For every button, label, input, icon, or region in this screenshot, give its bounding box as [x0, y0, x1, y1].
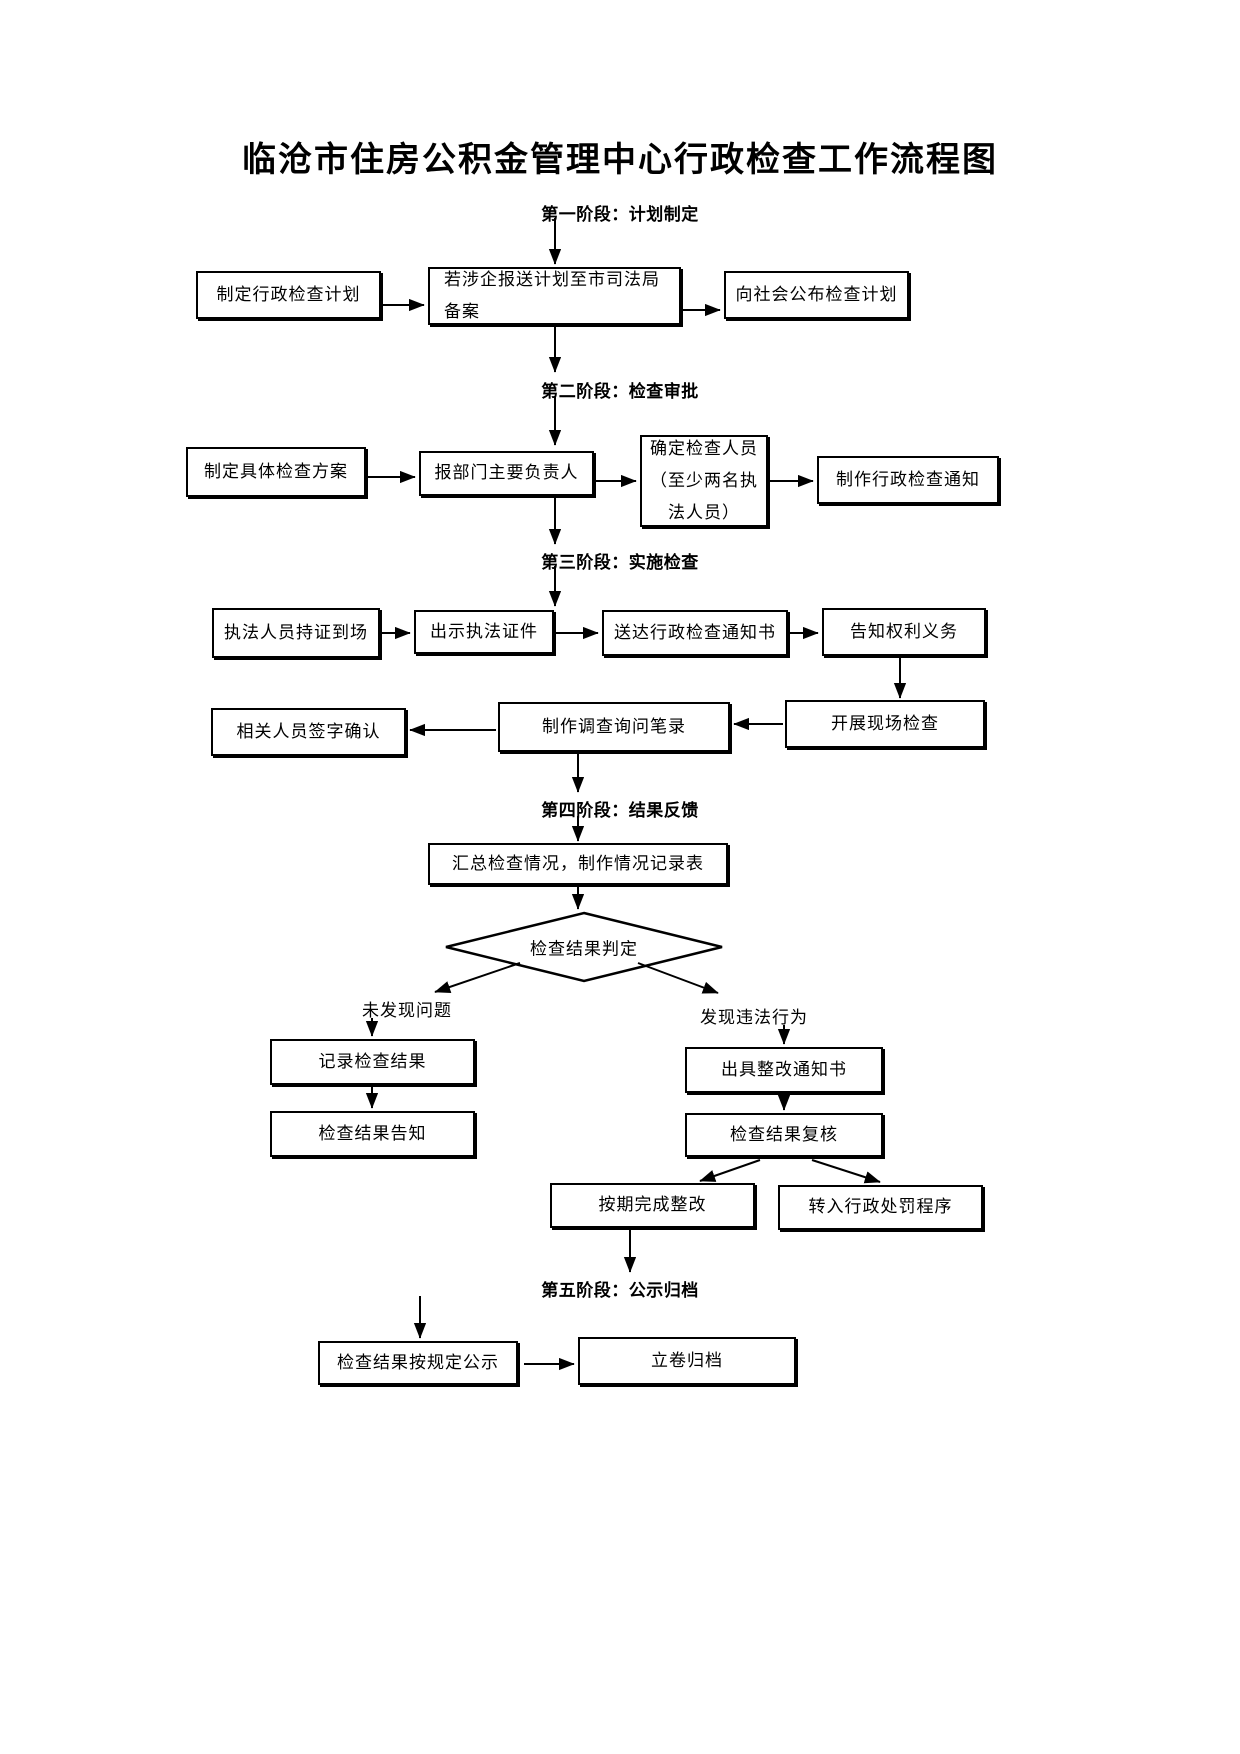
- arrow-review-to-rectified: [699, 1159, 761, 1182]
- node-issue-rectification-notice[interactable]: 出具整改通知书: [685, 1047, 883, 1093]
- node-file-plan-to-justice-bureau[interactable]: 若涉企报送计划至市司法局备案: [428, 267, 681, 325]
- node-rectification-completed[interactable]: 按期完成整改: [550, 1183, 755, 1228]
- node-archive-files[interactable]: 立卷归档: [578, 1337, 796, 1385]
- node-related-persons-sign[interactable]: 相关人员签字确认: [211, 708, 406, 756]
- node-show-law-enforcement-id[interactable]: 出示执法证件: [414, 610, 554, 654]
- node-deliver-inspection-notice[interactable]: 送达行政检查通知书: [602, 610, 788, 656]
- node-publish-plan-to-public[interactable]: 向社会公布检查计划: [724, 271, 909, 319]
- stage-label-2: 第二阶段：检查审批: [541, 382, 699, 401]
- node-confirm-inspectors-line3: 法人员）: [668, 503, 740, 523]
- node-report-to-head[interactable]: 报部门主要负责人: [419, 451, 594, 496]
- node-confirm-inspectors[interactable]: 确定检查人员 （至少两名执 法人员）: [640, 435, 768, 527]
- stage-label-5: 第五阶段：公示归档: [541, 1281, 699, 1300]
- node-confirm-inspectors-line1: 确定检查人员: [650, 438, 758, 458]
- edge-label-violation: 发现违法行为: [700, 1008, 808, 1027]
- node-review-inspection-result[interactable]: 检查结果复核: [685, 1113, 883, 1157]
- stage-label-1: 第一阶段：计划制定: [541, 205, 699, 224]
- node-transfer-to-penalty[interactable]: 转入行政处罚程序: [778, 1185, 983, 1230]
- node-confirm-inspectors-line2: （至少两名执: [650, 470, 758, 490]
- stage-label-3: 第三阶段：实施检查: [541, 553, 699, 572]
- stage-label-4: 第四阶段：结果反馈: [541, 801, 699, 820]
- node-make-inquiry-record[interactable]: 制作调查询问笔录: [498, 702, 730, 752]
- node-log-inspection-result[interactable]: 记录检查结果: [270, 1039, 475, 1085]
- node-create-inspection-notice[interactable]: 制作行政检查通知: [817, 456, 999, 504]
- node-inform-rights-obligations[interactable]: 告知权利义务: [822, 608, 986, 656]
- node-publish-result[interactable]: 检查结果按规定公示: [318, 1341, 518, 1385]
- arrow-review-to-penalty: [811, 1159, 881, 1184]
- node-make-inspection-plan[interactable]: 制定行政检查计划: [196, 271, 381, 319]
- node-make-detailed-scheme[interactable]: 制定具体检查方案: [186, 447, 366, 497]
- edge-label-no-issue: 未发现问题: [362, 1001, 452, 1020]
- node-result-decision[interactable]: 检查结果判定: [444, 911, 724, 983]
- node-conduct-onsite-inspection[interactable]: 开展现场检查: [785, 700, 985, 748]
- node-inform-inspection-result[interactable]: 检查结果告知: [270, 1111, 475, 1157]
- node-result-decision-label: 检查结果判定: [530, 939, 638, 959]
- node-officers-arrive-with-id[interactable]: 执法人员持证到场: [212, 608, 380, 658]
- page-title: 临沧市住房公积金管理中心行政检查工作流程图: [242, 142, 998, 179]
- node-summarize-and-record[interactable]: 汇总检查情况，制作情况记录表: [428, 843, 728, 885]
